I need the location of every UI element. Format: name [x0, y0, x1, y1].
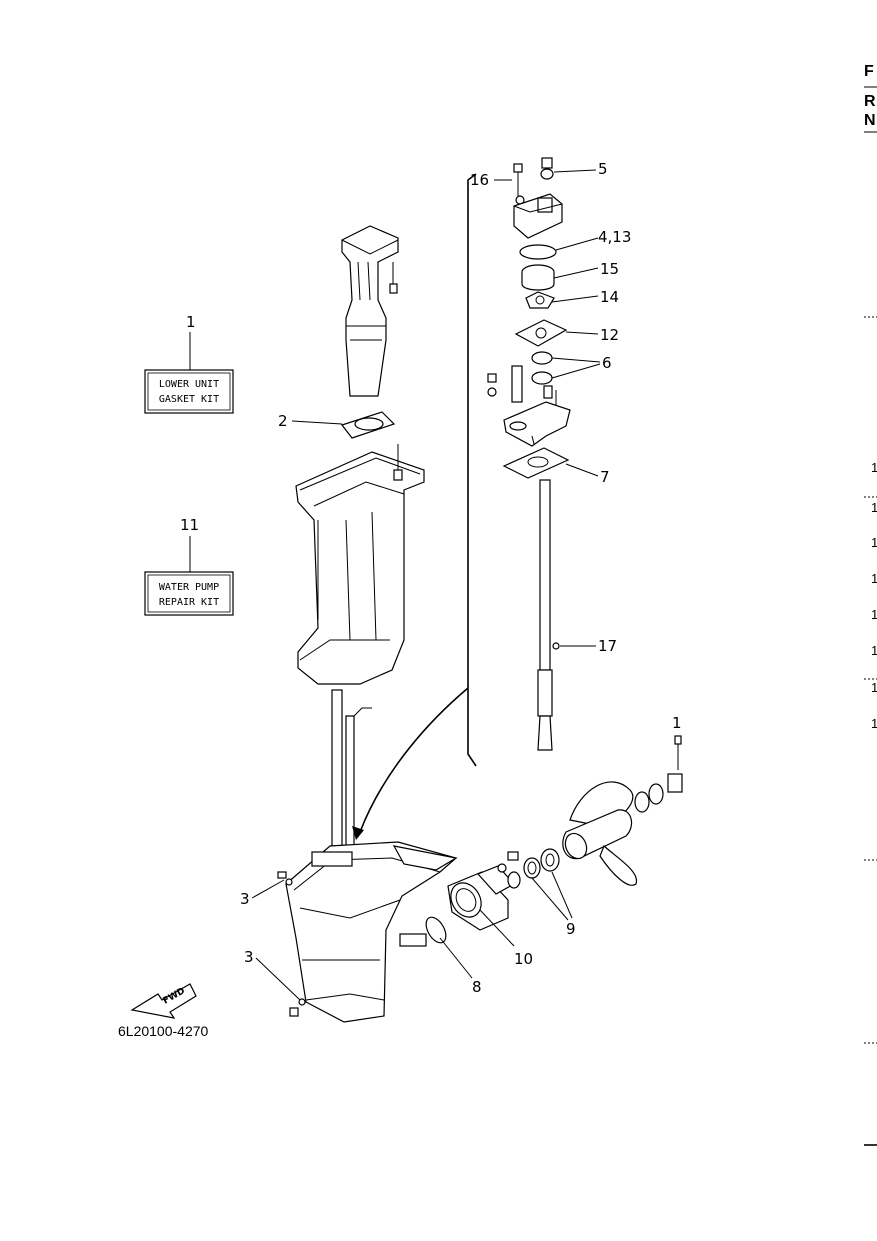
water-pump-group: 16 5 4,13 15 14 12 6 — [352, 157, 631, 840]
o-ring-8: 8 — [425, 916, 482, 996]
edge-number: 1 — [871, 535, 877, 550]
callout-4-13: 4,13 — [598, 228, 631, 246]
kit-line2: GASKET KIT — [159, 394, 219, 405]
edge-number: 1 — [871, 643, 877, 658]
callout-1: 1 — [186, 313, 196, 331]
propeller — [562, 735, 683, 886]
callout-15: 15 — [600, 260, 619, 278]
edge-letter-r: R — [864, 93, 876, 110]
kit-line2: REPAIR KIT — [159, 597, 219, 608]
edge-number: 1 — [871, 716, 877, 731]
edge-letter-f: F — [864, 63, 874, 80]
kit-line1: WATER PUMP — [159, 582, 219, 593]
callout-12: 12 — [600, 326, 619, 344]
bolt-3-lower: 3 — [244, 948, 306, 1017]
lower-casing — [285, 841, 458, 1023]
edge-letter-n: N — [864, 112, 876, 129]
callout-5: 5 — [598, 160, 608, 178]
callout-1-pin: 1 — [672, 714, 682, 732]
right-edge-column: F R N 1 1 1 1 1 1 1 1 — [864, 63, 877, 1146]
callout-8: 8 — [472, 978, 482, 996]
callout-10: 10 — [514, 950, 533, 968]
exhaust-guide — [341, 225, 399, 397]
callout-16: 16 — [470, 171, 489, 189]
seals-9: 9 — [497, 848, 576, 938]
kit-line1: LOWER UNIT — [159, 379, 219, 390]
callout-11: 11 — [180, 516, 199, 534]
fwd-arrow: FWD — [130, 983, 197, 1019]
lower-unit-gasket-kit: 1 LOWER UNIT GASKET KIT — [144, 313, 234, 414]
diagram-code: 6L20100-4270 — [118, 1023, 209, 1039]
gasket-2: 2 — [278, 411, 396, 439]
callout-3: 3 — [240, 890, 250, 908]
callout-17: 17 — [598, 637, 617, 655]
shaft-housing-10: 10 — [447, 865, 533, 968]
bolt-3-upper: 3 — [240, 871, 293, 908]
callout-9: 9 — [566, 920, 576, 938]
edge-number: 1 — [871, 460, 877, 475]
callout-14: 14 — [600, 288, 619, 306]
edge-number: 1 — [871, 500, 877, 515]
edge-number: 1 — [871, 607, 877, 622]
callout-2: 2 — [278, 412, 288, 430]
water-pump-repair-kit: 11 WATER PUMP REPAIR KIT — [144, 516, 234, 616]
edge-number: 1 — [871, 571, 877, 586]
callout-7: 7 — [600, 468, 610, 486]
upper-casing — [295, 444, 425, 685]
callout-3: 3 — [244, 948, 254, 966]
callout-6: 6 — [602, 354, 612, 372]
drive-shaft-left — [331, 689, 372, 853]
edge-number: 1 — [871, 680, 877, 695]
